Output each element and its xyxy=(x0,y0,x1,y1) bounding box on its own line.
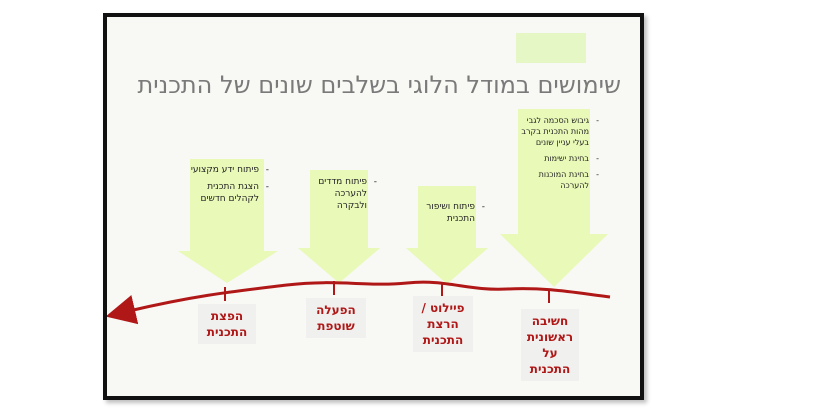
stage-label-dissemination: הפצת התכנית xyxy=(198,304,256,344)
stage-bullets-dissemination: פיתוח ידע מקצועי הצגת התכנית לקהלים חדשי… xyxy=(189,164,271,210)
bullet-item: פיתוח ידע מקצועי xyxy=(189,164,269,176)
stage-label-initial-thinking: חשיבה ראשונית על התכנית xyxy=(521,309,579,381)
stage-bullets-pilot: פיתוח ושיפור התכנית xyxy=(417,201,487,230)
bullet-item: פיתוח ושיפור התכנית xyxy=(417,201,485,225)
bullet-item: גיבוש הסכמה לגבי מהות התכנית בקרב בעלי ע… xyxy=(509,115,599,148)
bullet-item: בחינת ישימות xyxy=(509,153,599,164)
bullet-item: הצגת התכנית לקהלים חדשים xyxy=(189,181,270,205)
stage-bullets-initial-thinking: גיבוש הסכמה לגבי מהות התכנית בקרב בעלי ע… xyxy=(509,115,601,196)
bullet-item: פיתוח מדדים להערכה ולבקרה xyxy=(309,176,377,212)
timeline-arrow xyxy=(107,280,611,325)
slide-title: שימושים במודל הלוגי בשלבים שונים של התכנ… xyxy=(137,71,621,99)
decorative-rectangle xyxy=(516,33,586,63)
stage-label-routine: הפעלה שוטפת xyxy=(306,298,366,338)
bullet-item: בחינת המוכנות להערכה xyxy=(509,169,599,191)
stage-bullets-routine: פיתוח מדדים להערכה ולבקרה xyxy=(309,176,379,217)
stage-label-pilot: פיילוט / הרצת התכנית xyxy=(413,296,473,352)
slide-frame: שימושים במודל הלוגי בשלבים שונים של התכנ… xyxy=(103,13,644,400)
